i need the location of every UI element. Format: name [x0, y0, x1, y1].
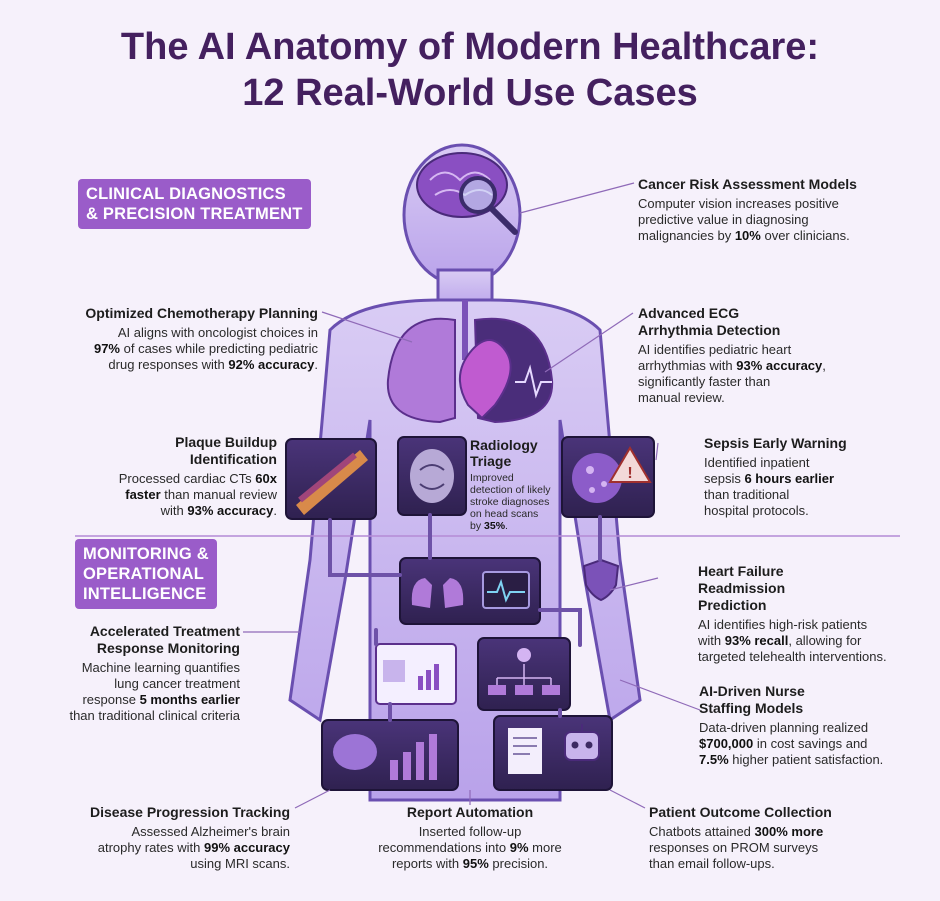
- case-text-line: malignancies by 10% over clinicians.: [638, 228, 850, 243]
- case-text-line: AI identifies high-risk patients: [698, 617, 868, 632]
- leader-lines: [243, 182, 701, 809]
- case-text-line: on head scans: [470, 508, 539, 520]
- case-heart-failure: Heart Failure Readmission Prediction AI …: [698, 563, 934, 665]
- case-title: Heart Failure Readmission Prediction: [698, 563, 786, 613]
- section-monitoring-line-2: OPERATIONAL: [83, 565, 205, 583]
- warning-icon: !: [608, 446, 652, 483]
- case-text-line: using MRI scans.: [190, 856, 290, 871]
- case-text-line: manual review.: [638, 390, 725, 405]
- case-treatment-response: Accelerated Treatment Response Monitorin…: [30, 623, 240, 724]
- case-text-line: than email follow-ups.: [649, 856, 775, 871]
- case-sepsis: Sepsis Early Warning Identified inpatien…: [704, 435, 904, 519]
- case-title: Cancer Risk Assessment Models: [638, 176, 857, 192]
- robot-icon: [564, 724, 600, 761]
- case-text-line: 97% of cases while predicting pediatric: [93, 341, 318, 356]
- case-text-line: arrhythmias with 93% accuracy,: [638, 358, 826, 373]
- svg-text:!: !: [627, 465, 632, 482]
- ecg-trace: [515, 364, 552, 399]
- case-title: Radiology Triage: [470, 437, 538, 469]
- case-text-line: reports with 95% precision.: [391, 856, 549, 871]
- section-monitoring-line-3: INTELLIGENCE: [83, 585, 207, 603]
- case-disease-progression: Disease Progression Tracking Assessed Al…: [60, 804, 290, 872]
- case-text-line: significantly faster than: [638, 374, 771, 389]
- case-title: Optimized Chemotherapy Planning: [85, 305, 318, 321]
- section-clinical-line-1: CLINICAL DIAGNOSTICS: [86, 185, 286, 203]
- case-text-line: response 5 months earlier: [82, 692, 240, 707]
- case-nurse-staffing: AI-Driven Nurse Staffing Models Data-dri…: [699, 683, 929, 768]
- case-report-automation: Report Automation Inserted follow-up rec…: [375, 804, 565, 872]
- case-text-line: atrophy rates with 99% accuracy: [97, 840, 290, 855]
- case-text-line: AI identifies pediatric heart: [638, 342, 792, 357]
- patient-chart-panel: [375, 643, 457, 705]
- case-patient-outcome: Patient Outcome Collection Chatbots atta…: [649, 804, 879, 872]
- case-title: Sepsis Early Warning: [704, 435, 847, 451]
- case-title: Patient Outcome Collection: [649, 804, 832, 820]
- case-text-line: sepsis 6 hours earlier: [704, 471, 835, 486]
- plaque-panel: [285, 438, 377, 520]
- case-text-line: hospital protocols.: [704, 503, 809, 518]
- case-plaque: Plaque Buildup Identification Processed …: [40, 434, 277, 519]
- case-text-line: Machine learning quantifies: [81, 660, 240, 675]
- case-text-line: AI aligns with oncologist choices in: [117, 325, 318, 340]
- case-title: AI-Driven Nurse Staffing Models: [699, 683, 805, 716]
- shield-icon: [582, 558, 620, 602]
- case-text-line: Improved: [470, 472, 514, 484]
- section-monitoring: MONITORING & OPERATIONAL INTELLIGENCE: [75, 539, 217, 609]
- heart-icon: [459, 339, 512, 420]
- section-clinical-diagnostics: CLINICAL DIAGNOSTICS & PRECISION TREATME…: [78, 179, 311, 229]
- case-text-line: with 93% recall, allowing for: [698, 633, 862, 648]
- staffing-panel: [477, 637, 571, 711]
- case-chemotherapy: Optimized Chemotherapy Planning AI align…: [40, 305, 318, 373]
- case-title: Advanced ECG Arrhythmia Detection: [638, 305, 781, 338]
- case-radiology: Radiology Triage Improved detection of l…: [470, 437, 560, 532]
- lungs-monitor-panel: [399, 557, 541, 625]
- disease-progression-panel: [321, 719, 459, 791]
- case-text-line: with 93% accuracy.: [160, 503, 277, 518]
- title-line-1: The AI Anatomy of Modern Healthcare:: [120, 26, 820, 68]
- case-text-line: Inserted follow-up: [418, 824, 522, 839]
- case-text-line: than traditional clinical criteria: [69, 708, 240, 723]
- case-text-line: than traditional: [704, 487, 790, 502]
- section-monitoring-line-1: MONITORING &: [83, 545, 209, 563]
- case-text-line: drug responses with 92% accuracy.: [108, 357, 318, 372]
- case-title: Disease Progression Tracking: [90, 804, 290, 820]
- case-text-line: responses on PROM surveys: [649, 840, 819, 855]
- case-text-line: $700,000 in cost savings and: [699, 736, 868, 751]
- case-text-line: Processed cardiac CTs 60x: [118, 471, 277, 486]
- magnifier-icon: [459, 176, 518, 235]
- page-title: The AI Anatomy of Modern Healthcare: 12 …: [0, 24, 940, 116]
- case-text-line: recommendations into 9% more: [378, 840, 562, 855]
- case-text-line: detection of likely: [470, 484, 551, 496]
- case-text-line: Identified inpatient: [704, 455, 810, 470]
- case-ecg: Advanced ECG Arrhythmia Detection AI ide…: [638, 305, 918, 406]
- case-title: Accelerated Treatment Response Monitorin…: [89, 623, 240, 656]
- case-text-line: stroke diagnoses: [470, 496, 550, 508]
- case-text-line: by 35%.: [470, 520, 508, 532]
- connector-lines: [328, 513, 602, 722]
- title-line-2: 12 Real-World Use Cases: [242, 72, 698, 114]
- radiology-panel: [397, 436, 467, 516]
- case-text-line: predictive value in diagnosing: [638, 212, 809, 227]
- section-clinical-line-2: & PRECISION TREATMENT: [86, 205, 303, 223]
- case-text-line: 7.5% higher patient satisfaction.: [699, 752, 884, 767]
- case-text-line: Computer vision increases positive: [638, 196, 839, 211]
- case-text-line: faster than manual review: [125, 487, 277, 502]
- case-text-line: lung cancer treatment: [114, 676, 240, 691]
- case-cancer-risk: Cancer Risk Assessment Models Computer v…: [638, 176, 928, 244]
- case-title: Report Automation: [406, 804, 534, 820]
- case-text-line: Data-driven planning realized: [699, 720, 869, 735]
- case-title: Plaque Buildup Identification: [175, 434, 277, 467]
- case-text-line: Assessed Alzheimer's brain: [131, 824, 290, 839]
- case-text-line: Chatbots attained 300% more: [649, 824, 824, 839]
- case-text-line: targeted telehealth interventions.: [698, 649, 887, 664]
